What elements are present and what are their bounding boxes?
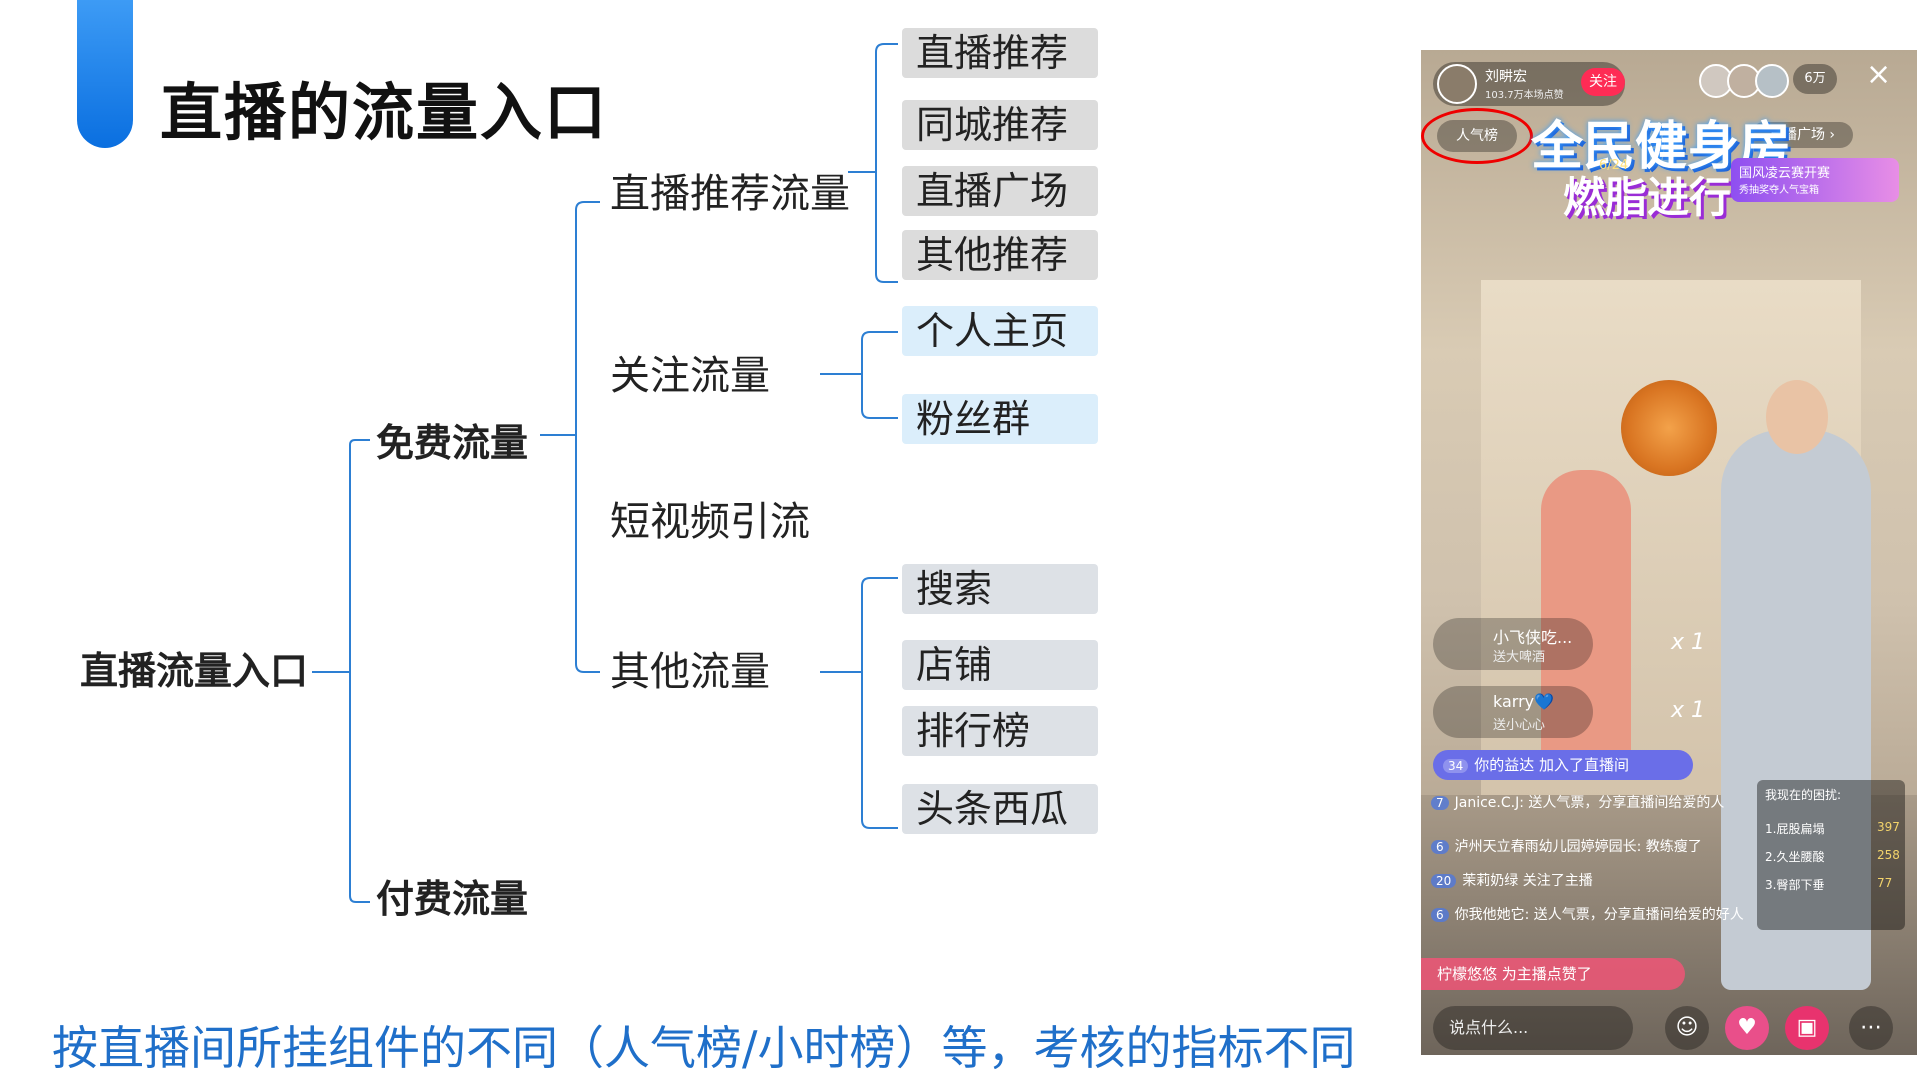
gift-notice: karry💙 送小心心 xyxy=(1433,686,1593,738)
chat-text: 茉莉奶绿 关注了主播 xyxy=(1462,873,1593,889)
chat-text: 泸州天立春雨幼儿园婷婷园长: 教练瘦了 xyxy=(1454,839,1702,855)
leaf-local-recommend: 同城推荐 xyxy=(902,100,1098,150)
tree-short-video-traffic: 短视频引流 xyxy=(610,499,810,545)
tree-paid-traffic: 付费流量 xyxy=(376,876,529,921)
chat-message: 7 Janice.C.J: 送人气票，分享直播间给爱的人 xyxy=(1431,792,1761,812)
leaf-fan-group: 粉丝群 xyxy=(902,394,1098,444)
gift-heart-icon[interactable]: ♥ xyxy=(1725,1006,1769,1050)
chat-message: 20 茉莉奶绿 关注了主播 xyxy=(1431,870,1761,890)
poll-panel[interactable]: 我现在的困扰: 1.屁股扁塌 397 2.久坐腰酸 258 3.臀部下垂 77 xyxy=(1757,780,1905,930)
dancer-left xyxy=(1541,470,1631,770)
gift-desc: 送大啤酒 xyxy=(1493,650,1546,665)
gift-count: x 1 xyxy=(1671,630,1706,655)
fan-badge: 6 xyxy=(1431,840,1449,854)
more-icon[interactable]: ⋯ xyxy=(1849,1006,1893,1050)
join-text: 你的益达 加入了直播间 xyxy=(1474,756,1630,774)
gym-emblem xyxy=(1621,380,1717,476)
gift-count: x 1 xyxy=(1671,698,1706,723)
leaf-ranking: 排行榜 xyxy=(902,706,1098,756)
highlight-circle xyxy=(1421,108,1533,164)
poll-option: 3.臀部下垂 xyxy=(1765,878,1825,892)
event-title: 国风凌云赛开赛 xyxy=(1739,166,1831,181)
gift-box-icon[interactable]: ▣ xyxy=(1785,1006,1829,1050)
gift-stat: 6/24 xyxy=(1599,158,1629,173)
bottom-bar: 说点什么... ☺ ♥ ▣ ⋯ xyxy=(1433,1006,1905,1052)
gift-sender: 小飞侠吃... xyxy=(1493,628,1573,647)
gift-notice: 小飞侠吃... 送大啤酒 xyxy=(1433,618,1593,670)
join-notice: 34 你的益达 加入了直播间 xyxy=(1433,750,1693,780)
like-notice: 柠檬悠悠 为主播点赞了 xyxy=(1421,958,1685,990)
bottom-note: 按直播间所挂组件的不同（人气榜/小时榜）等，考核的指标不同 xyxy=(52,1021,1356,1075)
gift-sender: karry💙 xyxy=(1493,692,1555,711)
leaf-toutiao-xigua: 头条西瓜 xyxy=(902,784,1098,834)
live-stream-screenshot: 刘畊宏 103.7万本场点赞 关注 6万 × 人气榜 直播广场 › 全民健身房 … xyxy=(1421,50,1917,1055)
viewer-count[interactable]: 6万 xyxy=(1793,64,1837,94)
leaf-live-square: 直播广场 xyxy=(902,166,1098,216)
chat-message: 6 你我他她它: 送人气票，分享直播间给爱的好人 xyxy=(1431,904,1761,924)
leaf-live-recommend: 直播推荐 xyxy=(902,28,1098,78)
poll-count: 397 xyxy=(1877,820,1900,834)
poll-option: 2.久坐腰酸 xyxy=(1765,850,1825,864)
leaf-personal-homepage: 个人主页 xyxy=(902,306,1098,356)
tree-other-traffic: 其他流量 xyxy=(610,649,770,695)
banner-subtitle: 燃脂进行 xyxy=(1563,173,1732,222)
event-banner[interactable]: 国风凌云赛开赛 秀抽奖夺人气宝箱 xyxy=(1731,158,1899,202)
poll-count: 77 xyxy=(1877,876,1893,890)
poll-title: 我现在的困扰: xyxy=(1765,788,1842,802)
tree-recommend-traffic: 直播推荐流量 xyxy=(610,171,850,217)
avatar[interactable] xyxy=(1437,64,1477,104)
dancer-head xyxy=(1766,380,1828,454)
chat-text: 你我他她它: 送人气票，分享直播间给爱的好人 xyxy=(1454,907,1744,923)
fan-badge: 20 xyxy=(1431,874,1457,888)
event-subtitle: 秀抽奖夺人气宝箱 xyxy=(1739,185,1819,196)
emoji-icon[interactable]: ☺ xyxy=(1665,1006,1709,1050)
comment-input[interactable]: 说点什么... xyxy=(1433,1006,1633,1050)
viewer-avatar[interactable] xyxy=(1755,64,1789,98)
streamer-likes: 103.7万本场点赞 xyxy=(1485,90,1564,101)
poll-option: 1.屁股扁塌 xyxy=(1765,822,1825,836)
chat-text: Janice.C.J: 送人气票，分享直播间给爱的人 xyxy=(1454,795,1725,811)
fan-badge: 34 xyxy=(1443,759,1469,773)
poll-count: 258 xyxy=(1877,848,1900,862)
chat-message: 6 泸州天立春雨幼儿园婷婷园长: 教练瘦了 xyxy=(1431,836,1761,856)
tree-root: 直播流量入口 xyxy=(80,648,309,693)
leaf-shop: 店铺 xyxy=(902,640,1098,690)
streamer-name: 刘畊宏 xyxy=(1485,69,1527,85)
fan-badge: 7 xyxy=(1431,796,1449,810)
tree-free-traffic: 免费流量 xyxy=(376,420,529,465)
live-square-link[interactable]: 直播广场 › xyxy=(1751,122,1853,148)
slide-title: 直播的流量入口 xyxy=(160,76,609,149)
fan-badge: 6 xyxy=(1431,908,1449,922)
follow-button[interactable]: 关注 xyxy=(1581,68,1625,96)
tree-follow-traffic: 关注流量 xyxy=(610,353,770,399)
dancer-right xyxy=(1721,430,1871,990)
gift-desc: 送小心心 xyxy=(1493,718,1546,733)
leaf-search: 搜索 xyxy=(902,564,1098,614)
leaf-other-recommend: 其他推荐 xyxy=(902,230,1098,280)
title-accent-bar xyxy=(77,0,133,148)
close-icon[interactable]: × xyxy=(1866,57,1892,92)
